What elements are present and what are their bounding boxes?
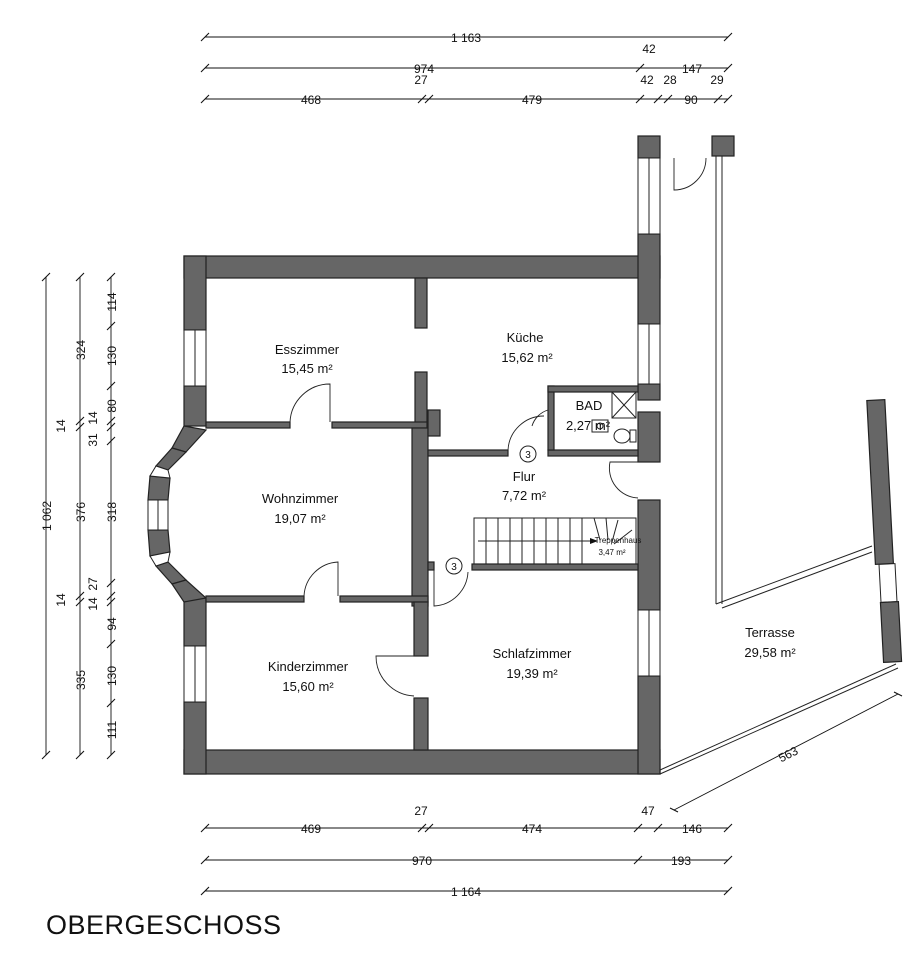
exterior-walls: [147, 135, 735, 775]
room-label-flur: Flur: [513, 469, 536, 484]
bottom-dimensions: 469 27 474 47 146 970 193 1 164: [200, 804, 733, 899]
interior-walls: [205, 277, 639, 751]
dim-bottom-193: 193: [671, 854, 691, 868]
dim-bottom-total: 1 164: [451, 885, 481, 899]
room-area-wohnzimmer: 19,07 m²: [274, 511, 326, 526]
dim-left-335: 335: [74, 670, 88, 690]
dim-left-14b: 14: [54, 593, 68, 607]
dim-top-29: 29: [710, 73, 724, 87]
room-area-schlafzimmer: 19,39 m²: [506, 666, 558, 681]
room-label-esszimmer: Esszimmer: [275, 342, 340, 357]
room-area-kueche: 15,62 m²: [501, 350, 553, 365]
dim-left-27: 27: [86, 577, 100, 591]
room-area-esszimmer: 15,45 m²: [281, 361, 333, 376]
dim-top-90: 90: [684, 93, 698, 107]
dim-left-130a: 130: [105, 346, 119, 366]
dim-left-318: 318: [105, 502, 119, 522]
room-label-bad: BAD: [576, 398, 603, 413]
dim-left-324: 324: [74, 340, 88, 360]
room-area-kinderzimmer: 15,60 m²: [282, 679, 334, 694]
room-label-treppenhaus: Treppenhaus: [595, 536, 642, 545]
dim-top-total: 1 163: [451, 31, 481, 45]
dim-bottom-27: 27: [414, 804, 428, 818]
doors: [289, 157, 707, 697]
terrace: [659, 156, 903, 775]
dim-left-1062: 1 062: [40, 501, 54, 531]
stair-markers: 3 3: [445, 445, 537, 575]
dim-top-479: 479: [522, 93, 542, 107]
room-label-wohnzimmer: Wohnzimmer: [262, 491, 339, 506]
dim-top-27: 27: [414, 73, 428, 87]
dim-top-42a: 42: [642, 42, 656, 56]
dim-left-94: 94: [105, 617, 119, 631]
diagonal-dimension: 563: [669, 691, 903, 813]
dim-left-80: 80: [105, 399, 119, 413]
bathroom-fixtures: [591, 391, 637, 444]
dim-left-376: 376: [74, 502, 88, 522]
dim-top-28: 28: [663, 73, 677, 87]
dim-left-14a: 14: [54, 419, 68, 433]
windows: [147, 157, 661, 703]
room-label-schlafzimmer: Schlafzimmer: [493, 646, 572, 661]
dim-bottom-970: 970: [412, 854, 432, 868]
dim-left-14d: 14: [86, 597, 100, 611]
dim-bottom-47: 47: [641, 804, 655, 818]
dim-top-42b: 42: [640, 73, 654, 87]
dim-top-974: 974: [414, 62, 434, 76]
dim-bottom-146: 146: [682, 822, 702, 836]
stair-marker-1: 3: [525, 450, 531, 461]
room-labels: Esszimmer 15,45 m² Küche 15,62 m² BAD 2,…: [262, 330, 796, 694]
room-area-terrasse: 29,58 m²: [744, 645, 796, 660]
dim-bottom-469: 469: [301, 822, 321, 836]
dim-left-111: 111: [105, 721, 119, 740]
room-area-treppenhaus: 3,47 m²: [598, 548, 625, 557]
left-dimensions: 1 062 324 14 376 14 335 114 130 80 14 31…: [40, 272, 119, 760]
room-label-terrasse: Terrasse: [745, 625, 795, 640]
dim-bottom-474: 474: [522, 822, 542, 836]
staircase: Treppenhaus 3,47 m²: [473, 517, 642, 565]
stair-marker-2: 3: [451, 562, 457, 573]
dim-top-468: 468: [301, 93, 321, 107]
dim-left-31: 31: [86, 433, 100, 447]
room-label-kinderzimmer: Kinderzimmer: [268, 659, 349, 674]
dim-left-114: 114: [105, 292, 119, 311]
room-label-kueche: Küche: [507, 330, 544, 345]
dim-top-147: 147: [682, 62, 702, 76]
room-area-bad: 2,27 m²: [566, 418, 611, 433]
floor-label: OBERGESCHOSS: [46, 910, 282, 940]
top-dimensions: 1 163 974 42 147 468 27 479 42 28 90 29: [200, 31, 733, 107]
room-area-flur: 7,72 m²: [502, 488, 547, 503]
dim-left-130b: 130: [105, 666, 119, 686]
dim-left-14c: 14: [86, 411, 100, 425]
